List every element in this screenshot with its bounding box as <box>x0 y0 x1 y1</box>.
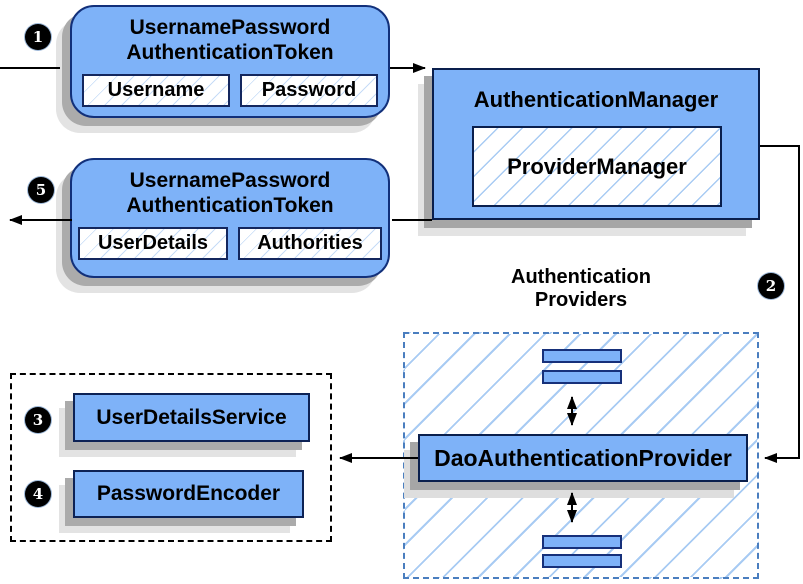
password-encoder-node: PasswordEncoder <box>73 470 304 518</box>
step-5-badge: 5 <box>28 177 54 203</box>
step-1-number: 1 <box>32 28 44 46</box>
username-password-token-response-node: UsernamePassword AuthenticationToken Use… <box>70 158 390 278</box>
authentication-providers-title-line2: Providers <box>534 289 628 311</box>
step-5-number: 5 <box>35 181 47 199</box>
token-response-title-line2: AuthenticationToken <box>126 194 334 217</box>
user-details-service-node: UserDetailsService <box>73 393 310 442</box>
token-request-title: UsernamePassword AuthenticationToken <box>72 7 388 65</box>
token-response-fields: UserDetails Authorities <box>72 227 388 260</box>
step-4-number: 4 <box>32 485 44 503</box>
authentication-providers-title: Authentication Providers <box>461 266 701 312</box>
token-response-title: UsernamePassword AuthenticationToken <box>72 160 388 218</box>
authentication-providers-title-line1: Authentication <box>511 266 651 288</box>
password-field: Password <box>240 74 378 107</box>
provider-placeholder-bar <box>542 370 622 384</box>
token-request-fields: Username Password <box>72 74 388 107</box>
provider-placeholder-bar <box>542 349 622 363</box>
beans-group <box>10 373 332 542</box>
token-request-title-line2: AuthenticationToken <box>126 41 334 64</box>
step-2-number: 2 <box>765 277 777 295</box>
provider-manager-node: ProviderManager <box>472 126 722 207</box>
username-field: Username <box>82 74 230 107</box>
connector-manager-to-dao-provider-arrow <box>760 145 800 463</box>
username-password-token-request-node: UsernamePassword AuthenticationToken Use… <box>70 5 390 118</box>
provider-placeholder-bar <box>542 554 622 568</box>
token-response-title-line1: UsernamePassword <box>129 169 331 192</box>
step-3-badge: 3 <box>25 407 51 433</box>
user-details-field: UserDetails <box>78 227 228 260</box>
authentication-manager-label: AuthenticationManager <box>473 87 719 112</box>
authentication-manager-node: AuthenticationManager ProviderManager <box>432 68 760 220</box>
step-4-badge: 4 <box>25 481 51 507</box>
step-1-badge: 1 <box>25 24 51 50</box>
provider-placeholder-bar <box>542 535 622 549</box>
step-2-badge: 2 <box>758 273 784 299</box>
dao-authentication-provider-node: DaoAuthenticationProvider <box>418 434 748 482</box>
token-request-title-line1: UsernamePassword <box>129 16 331 39</box>
step-3-number: 3 <box>32 411 44 429</box>
authorities-field: Authorities <box>238 227 382 260</box>
